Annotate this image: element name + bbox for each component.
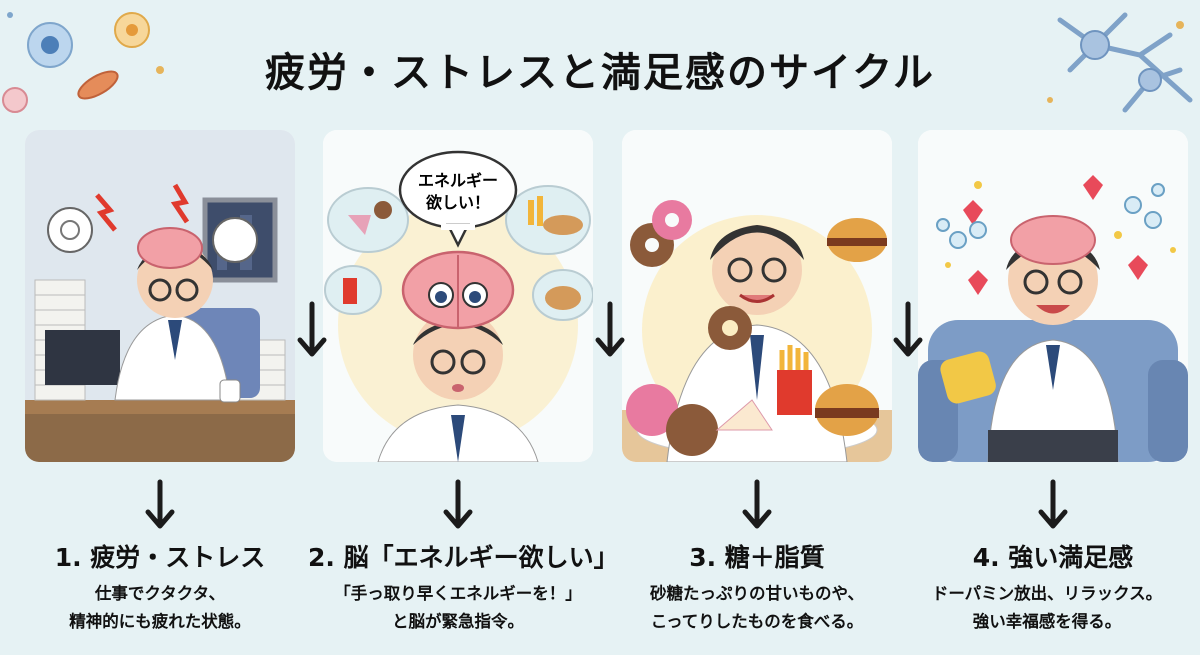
- step-2-illustration: エネルギー 欲しい！: [323, 130, 593, 462]
- step-4-title: 4. 強い満足感: [972, 543, 1134, 572]
- step-3-desc-line-1: 砂糖たっぷりの甘いものや、: [649, 584, 864, 603]
- step-1-description: 仕事でクタクタ、 精神的にも疲れた状態。: [10, 580, 310, 636]
- step-3-description: 砂糖たっぷりの甘いものや、 こってりしたものを食べる。: [607, 580, 907, 636]
- satisfied-relaxing-icon: [918, 130, 1188, 462]
- step-2-title: 2. 脳「エネルギー欲しい」: [308, 543, 619, 572]
- step-1-illustration: [25, 130, 295, 462]
- step-2-arrow-down-icon: [443, 479, 473, 529]
- bubble-line-2: 欲しい！: [425, 193, 490, 212]
- step-3-title: 3. 糖＋脂質: [689, 543, 825, 572]
- step-1-desc-line-2: 精神的にも疲れた状態。: [69, 612, 251, 631]
- step-2-desc-line-2: と脳が緊急指令。: [392, 612, 524, 631]
- step-3-desc-line-2: こってりしたものを食べる。: [650, 612, 864, 631]
- craving-brain-icon: エネルギー 欲しい！: [323, 130, 593, 462]
- step-1-title: 1. 疲労・ストレス: [54, 543, 266, 572]
- eating-sweets-icon: [622, 130, 892, 462]
- step-4-illustration: [918, 130, 1188, 462]
- step-3-illustration: [622, 130, 892, 462]
- page-title: 疲労・ストレスと満足感のサイクル: [265, 50, 935, 96]
- step-4-desc-line-2: 強い幸福感を得る。: [972, 612, 1122, 631]
- step-2-description: 「手っ取り早くエネルギーを！」 と脳が緊急指令。: [308, 580, 608, 636]
- step-2-desc-line-1: 「手っ取り早くエネルギーを！」: [334, 584, 582, 603]
- step-4-arrow-down-icon: [1038, 479, 1068, 529]
- cycle-arrow-down-icon: [297, 301, 327, 357]
- bubble-line-1: エネルギー: [418, 171, 498, 190]
- step-1-arrow-down-icon: [145, 479, 175, 529]
- cycle-arrow-down-icon: [893, 301, 923, 357]
- step-4-description: ドーパミン放出、リラックス。 強い幸福感を得る。: [897, 580, 1197, 636]
- step-1-desc-line-1: 仕事でクタクタ、: [94, 584, 226, 603]
- step-4-desc-line-1: ドーパミン放出、リラックス。: [931, 584, 1163, 603]
- cells-decoration-icon: [2, 12, 164, 113]
- tired-worker-icon: [25, 130, 295, 462]
- cycle-arrow-down-icon: [595, 301, 625, 357]
- step-3-arrow-down-icon: [742, 479, 772, 529]
- neuron-decoration-icon: [1047, 12, 1193, 113]
